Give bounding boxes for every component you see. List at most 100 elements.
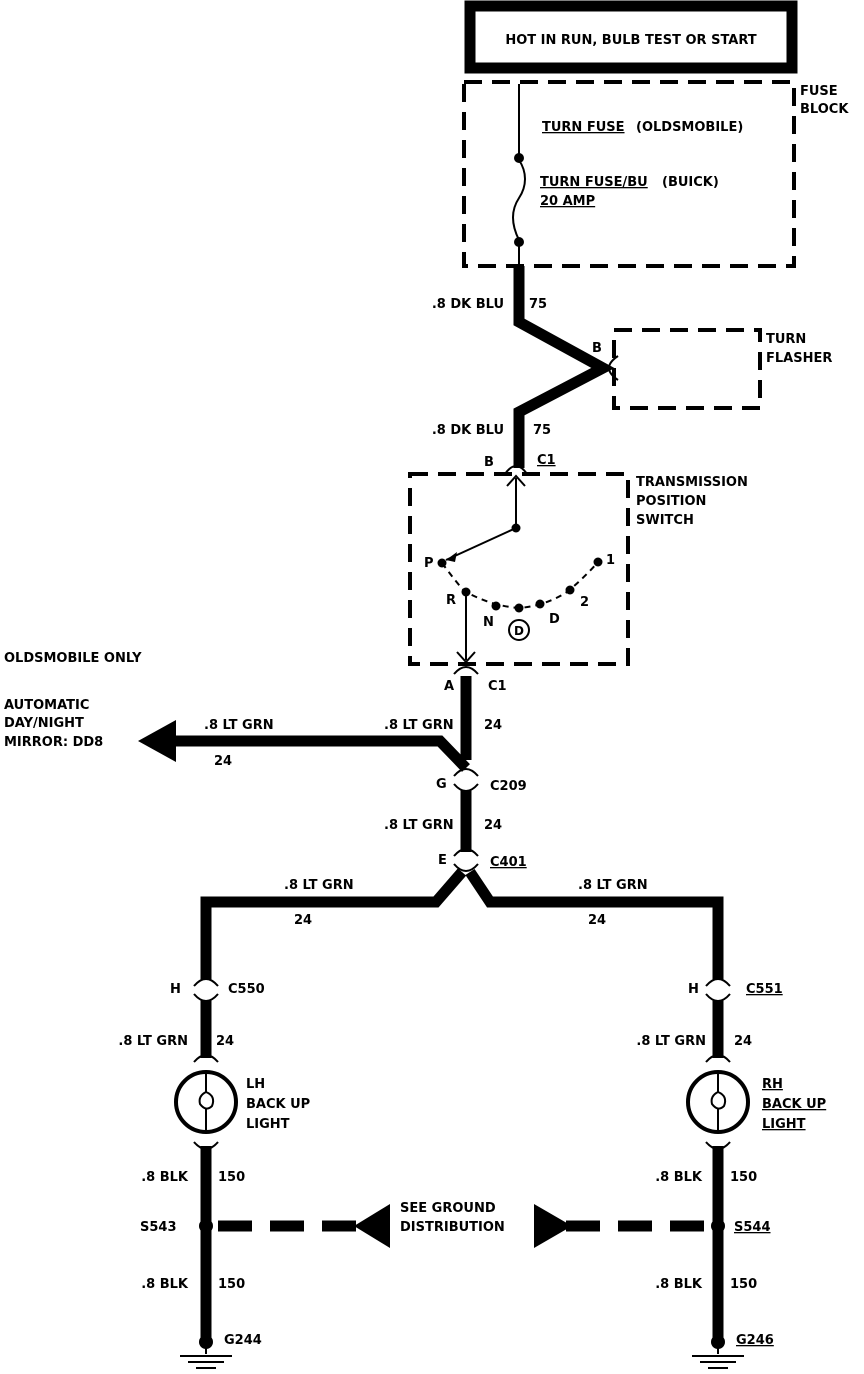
switch-pos-1: 1 bbox=[606, 553, 615, 568]
ground-note-2: DISTRIBUTION bbox=[400, 1220, 505, 1235]
connector-c551: H C551 bbox=[688, 978, 783, 1002]
lh-back-up-light: LH BACK UP LIGHT bbox=[174, 1054, 310, 1150]
switch-pos-d: D bbox=[549, 612, 560, 627]
rh-ground2-circuit: 150 bbox=[730, 1277, 757, 1292]
switch-bottom-arrow-icon bbox=[456, 651, 476, 664]
wire-mid-circuit: 24 bbox=[484, 818, 502, 833]
switch-top-connector: C1 bbox=[537, 453, 556, 468]
rh-branch-circuit: 24 bbox=[588, 913, 606, 928]
fuse-block-label-1: FUSE bbox=[800, 84, 838, 99]
wire-below-switch-circuit: 24 bbox=[484, 718, 502, 733]
c551-pin: H bbox=[688, 982, 699, 997]
c401-pin: E bbox=[438, 853, 447, 868]
rh-lamp-label-3: LIGHT bbox=[762, 1117, 806, 1132]
wire-dk-blu-75 bbox=[513, 266, 615, 468]
lh-ground1-gauge: .8 BLK bbox=[141, 1170, 189, 1185]
fuse-block-label-2: BLOCK bbox=[800, 102, 849, 117]
oldsmobile-only-note: OLDSMOBILE ONLY bbox=[4, 651, 142, 666]
lh-lamp-label-1: LH bbox=[246, 1077, 265, 1092]
switch-bottom-pin: A bbox=[444, 679, 454, 694]
switch-pos-n: N bbox=[483, 615, 494, 630]
mirror-label-1: AUTOMATIC bbox=[4, 698, 89, 713]
connector-c550: H C550 bbox=[170, 978, 265, 1002]
wire-top-upper-circuit: 75 bbox=[529, 297, 547, 312]
switch-pos-circle-icon bbox=[508, 619, 530, 641]
rh-lamp-feed-gauge: .8 LT GRN bbox=[636, 1034, 706, 1049]
lh-bulb-icon bbox=[174, 1070, 238, 1134]
rh-branch-gauge: .8 LT GRN bbox=[578, 878, 648, 893]
rh-back-up-light: RH BACK UP LIGHT bbox=[686, 1054, 826, 1150]
c551-name: C551 bbox=[746, 982, 783, 997]
ground-g244-label: G244 bbox=[224, 1333, 262, 1348]
lh-ground2-gauge: .8 BLK bbox=[141, 1277, 189, 1292]
lh-lamp-feed-circuit: 24 bbox=[216, 1034, 234, 1049]
flasher-connector-icon bbox=[608, 355, 619, 381]
wire-top-lower-circuit: 75 bbox=[533, 423, 551, 438]
fuse-element-icon bbox=[512, 159, 526, 241]
wire-mid-gauge: .8 LT GRN bbox=[384, 818, 454, 833]
flasher-pin: B bbox=[592, 341, 602, 356]
wire-rh-branch bbox=[465, 868, 724, 980]
ground-note-1: SEE GROUND bbox=[400, 1201, 496, 1216]
lh-ground2-circuit: 150 bbox=[218, 1277, 245, 1292]
fuse-olds-note: (OLDSMOBILE) bbox=[636, 120, 743, 135]
turn-flasher: B TURN FLASHER bbox=[592, 328, 832, 410]
fuse-olds-name: TURN FUSE bbox=[542, 120, 625, 135]
switch-pos-p: P bbox=[424, 556, 434, 571]
connector-c401: E C401 bbox=[438, 848, 527, 872]
switch-bottom-connector-icon bbox=[453, 666, 479, 675]
rh-ground1-gauge: .8 BLK bbox=[655, 1170, 703, 1185]
ground-g246: G246 bbox=[692, 1333, 774, 1369]
rh-lamp-feed-circuit: 24 bbox=[734, 1034, 752, 1049]
switch-top-arrow-icon bbox=[506, 474, 526, 487]
rh-ground2-gauge: .8 BLK bbox=[655, 1277, 703, 1292]
c209-pin: G bbox=[436, 777, 447, 792]
flasher-label-1: TURN bbox=[766, 332, 806, 347]
lh-lamp-feed-gauge: .8 LT GRN bbox=[118, 1034, 188, 1049]
wire-lh-branch bbox=[200, 868, 467, 980]
mirror-wire-right-gauge: .8 LT GRN bbox=[384, 718, 454, 733]
switch-pos-circle-label: D bbox=[514, 624, 524, 638]
c550-pin: H bbox=[170, 982, 181, 997]
mirror-wire-left-circuit: 24 bbox=[214, 754, 232, 769]
fuse-rating: 20 AMP bbox=[540, 194, 595, 209]
mirror-arrow-icon bbox=[138, 720, 176, 762]
switch-label-1: TRANSMISSION bbox=[636, 475, 748, 490]
wire-top-upper-gauge: .8 DK BLU bbox=[432, 297, 504, 312]
mirror-wire-left-gauge: .8 LT GRN bbox=[204, 718, 274, 733]
c550-name: C550 bbox=[228, 982, 265, 997]
rh-bulb-icon bbox=[686, 1070, 750, 1134]
lh-branch-circuit: 24 bbox=[294, 913, 312, 928]
c401-name: C401 bbox=[490, 855, 527, 870]
fuse-block: FUSE BLOCK TURN FUSE (OLDSMOBILE) TURN F… bbox=[462, 80, 849, 268]
switch-pos-r: R bbox=[446, 593, 456, 608]
splice-s544-label: S544 bbox=[734, 1220, 771, 1235]
switch-pos-2: 2 bbox=[580, 595, 589, 610]
transmission-position-switch: TRANSMISSION POSITION SWITCH B C1 P R N … bbox=[408, 453, 748, 694]
lh-lamp-label-3: LIGHT bbox=[246, 1117, 290, 1132]
c209-name: C209 bbox=[490, 779, 527, 794]
connector-c209: G C209 bbox=[436, 768, 527, 794]
switch-label-3: SWITCH bbox=[636, 513, 694, 528]
splice-s543-label: S543 bbox=[140, 1220, 177, 1235]
lh-branch-gauge: .8 LT GRN bbox=[284, 878, 354, 893]
switch-top-pin: B bbox=[484, 455, 494, 470]
splice-s543 bbox=[199, 1219, 213, 1233]
lh-ground1-circuit: 150 bbox=[218, 1170, 245, 1185]
lh-lamp-label-2: BACK UP bbox=[246, 1097, 310, 1112]
ground-dist-left-arrow-icon bbox=[354, 1204, 390, 1248]
wire-top-lower-gauge: .8 DK BLU bbox=[432, 423, 504, 438]
switch-bottom-connector: C1 bbox=[488, 679, 507, 694]
flasher-label-2: FLASHER bbox=[766, 351, 832, 366]
rh-lamp-label-1: RH bbox=[762, 1077, 783, 1092]
power-source-box: HOT IN RUN, BULB TEST OR START bbox=[464, 0, 798, 74]
ground-g244: G244 bbox=[180, 1333, 262, 1369]
rh-ground1-circuit: 150 bbox=[730, 1170, 757, 1185]
splice-s544 bbox=[711, 1219, 725, 1233]
mirror-label-2: DAY/NIGHT bbox=[4, 716, 84, 731]
fuse-buick-note: (BUICK) bbox=[662, 175, 719, 190]
switch-contact-arm bbox=[445, 527, 517, 561]
power-source-label: HOT IN RUN, BULB TEST OR START bbox=[505, 33, 756, 48]
fuse-buick-name: TURN FUSE/BU bbox=[540, 175, 648, 190]
